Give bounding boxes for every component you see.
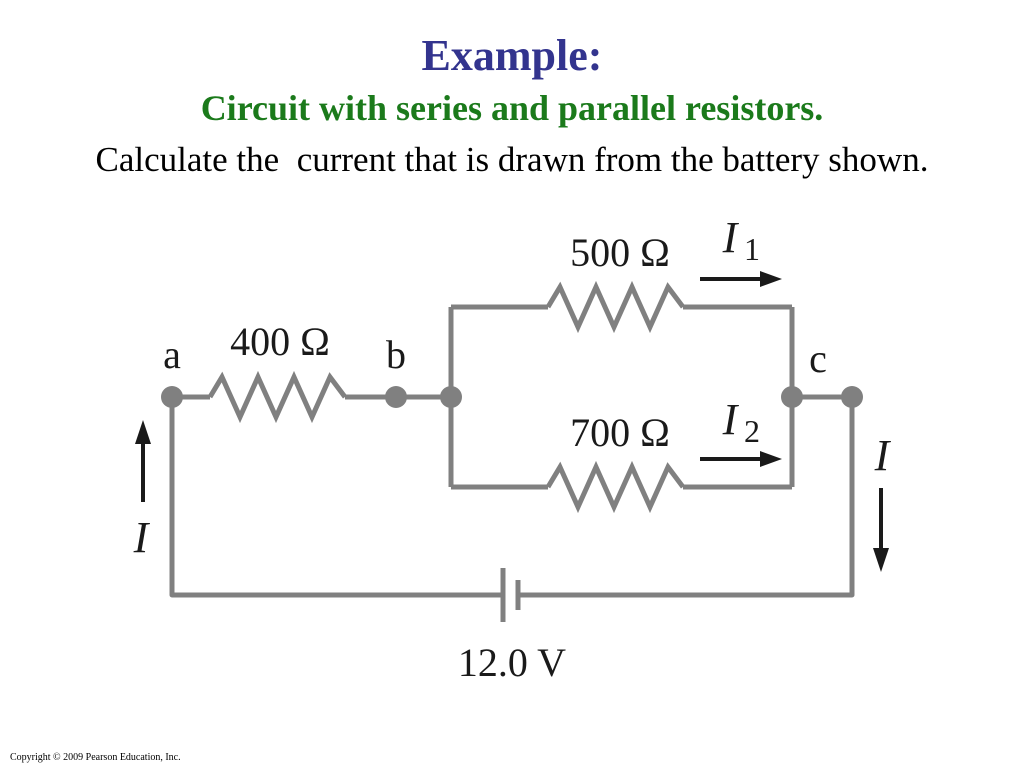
wire-left-bottom-loop	[169, 397, 503, 598]
resistor-700-symbol	[545, 460, 685, 514]
node-b-dot	[385, 386, 407, 408]
current-i1-arrow-head	[760, 271, 782, 287]
node-a-dot	[161, 386, 183, 408]
node-a-label: a	[163, 332, 181, 377]
current-i1-symbol: I	[722, 213, 740, 262]
problem-statement: Calculate the current that is drawn from…	[95, 140, 929, 179]
node-c-label: c	[809, 336, 827, 381]
junction-left-dot	[440, 386, 462, 408]
slide-subtitle: Circuit with series and parallel resisto…	[200, 88, 824, 128]
current-i2-symbol: I	[722, 395, 740, 444]
battery-voltage-label: 12.0 V	[458, 640, 566, 685]
current-right-label: I	[874, 431, 892, 480]
current-left-label: I	[133, 513, 151, 562]
resistor-400-symbol	[207, 370, 347, 424]
junction-right-dot	[841, 386, 863, 408]
slide-title: Example:	[421, 31, 603, 80]
resistor-700-label: 700 Ω	[570, 410, 670, 455]
current-i2-subscript: 2	[744, 413, 760, 449]
current-right-arrow-head	[873, 548, 889, 572]
wire-right-bottom-loop	[518, 397, 855, 598]
resistor-500-label: 500 Ω	[570, 230, 670, 275]
copyright-notice: Copyright © 2009 Pearson Education, Inc.	[10, 752, 181, 763]
current-i1-subscript: 1	[744, 231, 760, 267]
resistor-400-label: 400 Ω	[230, 319, 330, 364]
node-c-dot	[781, 386, 803, 408]
current-left-arrow-head	[135, 420, 151, 444]
resistor-500-symbol	[545, 280, 685, 334]
node-b-label: b	[386, 332, 406, 377]
current-i2-arrow-head	[760, 451, 782, 467]
